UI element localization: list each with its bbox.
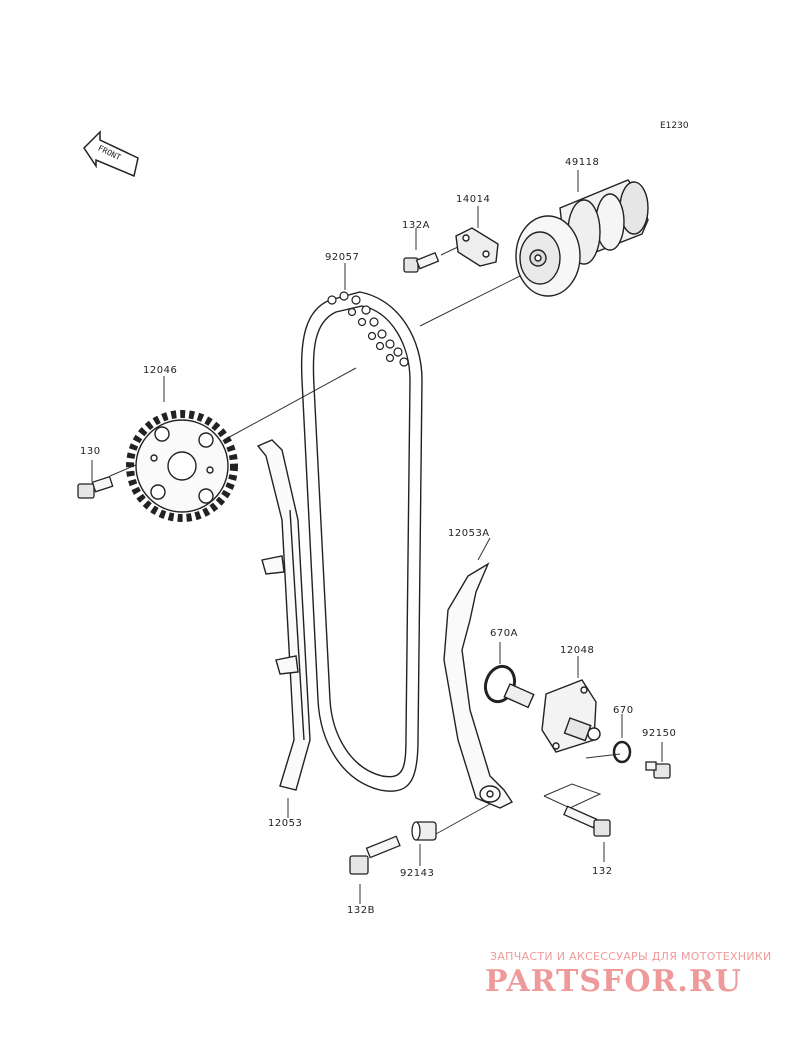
camshaft xyxy=(515,179,649,297)
bolt-130 xyxy=(77,475,114,499)
label-132a: 132A xyxy=(402,220,430,231)
label-92150: 92150 xyxy=(642,728,677,739)
diagram-reference: E1230 xyxy=(660,121,689,131)
cam-chain xyxy=(300,291,423,792)
tensioner-guide xyxy=(443,562,514,809)
label-14014: 14014 xyxy=(456,194,491,205)
label-49118: 49118 xyxy=(565,157,600,168)
front-arrow-icon: FRONT xyxy=(83,130,139,178)
label-132: 132 xyxy=(592,866,613,877)
watermark-subtitle: ЗАПЧАСТИ И АКСЕССУАРЫ ДЛЯ МОТОТЕХНИКИ xyxy=(490,950,772,963)
label-92143: 92143 xyxy=(400,868,435,879)
bolt-132b xyxy=(349,835,401,875)
label-12053: 12053 xyxy=(268,818,303,829)
tensioner xyxy=(503,679,601,753)
o-ring-small xyxy=(612,740,632,764)
label-12053a: 12053A xyxy=(448,528,490,539)
plate xyxy=(455,227,499,267)
label-130: 130 xyxy=(80,446,101,457)
label-92057: 92057 xyxy=(325,252,360,263)
bolt-92150 xyxy=(645,761,671,779)
bolt-132a xyxy=(403,251,440,273)
leader-lines xyxy=(91,170,663,904)
label-132b: 132B xyxy=(347,905,375,916)
label-670: 670 xyxy=(613,705,634,716)
sprocket xyxy=(126,410,238,522)
collar xyxy=(411,821,437,841)
label-670a: 670A xyxy=(490,628,518,639)
chain-guide xyxy=(256,439,311,791)
watermark-logo: PARTSFOR.RU xyxy=(485,964,742,999)
label-12046: 12046 xyxy=(143,365,178,376)
bolt-132 xyxy=(563,805,611,837)
label-12048: 12048 xyxy=(560,645,595,656)
